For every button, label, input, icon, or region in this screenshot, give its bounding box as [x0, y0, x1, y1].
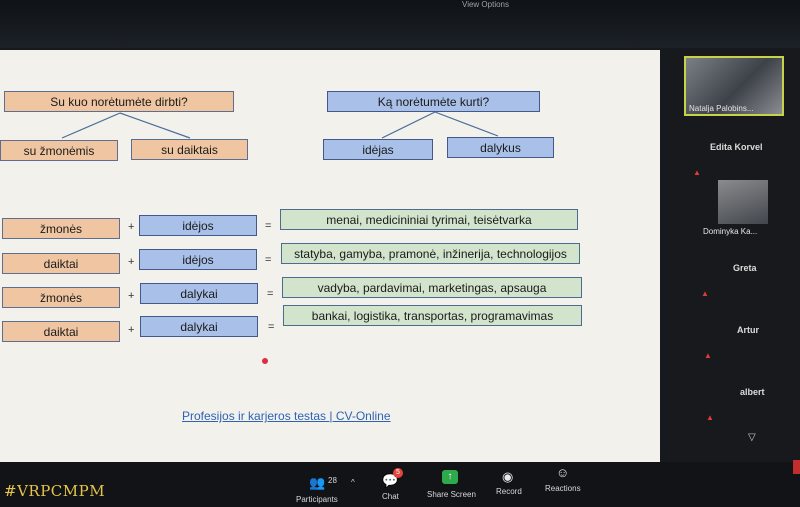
answer-with-things: su daiktais	[131, 139, 248, 160]
participants-panel	[668, 50, 800, 460]
chat-button[interactable]: Chat	[382, 492, 399, 501]
watermark: #VRPCMPM	[4, 482, 106, 500]
row-2-result: statyba, gamyba, pramonė, inžinerija, te…	[281, 243, 580, 264]
participant-name-4: Greta	[733, 263, 757, 273]
view-options-button[interactable]: View Options	[462, 0, 509, 9]
participant-video-thumbnail[interactable]	[718, 180, 768, 224]
participant-video-tile[interactable]	[684, 56, 784, 116]
participant-name-2: Edita Korvel	[710, 142, 763, 152]
reactions-icon[interactable]: ☺	[556, 465, 570, 480]
row-2-left: daiktai	[2, 253, 120, 274]
row-1-right: idėjos	[139, 215, 257, 236]
row-2-equals: =	[265, 254, 272, 266]
row-4-right: dalykai	[140, 316, 258, 337]
participants-icon[interactable]: 👥	[309, 475, 326, 490]
participants-count: 28	[328, 476, 337, 485]
muted-mic-icon: ▲	[693, 168, 701, 177]
muted-mic-icon: ▲	[701, 289, 709, 298]
muted-mic-icon: ▲	[704, 351, 712, 360]
row-1-left: žmonės	[2, 218, 120, 239]
row-3-result: vadyba, pardavimai, marketingas, apsauga	[282, 277, 582, 298]
row-1-result: menai, medicininiai tyrimai, teisėtvarka	[280, 209, 578, 230]
answer-objects: dalykus	[447, 137, 554, 158]
participant-name-6: albert	[740, 387, 765, 397]
question-create: Ką norėtumėte kurti?	[327, 91, 540, 112]
row-3-equals: =	[267, 288, 274, 300]
cv-online-link[interactable]: Profesijos ir karjeros testas | CV-Onlin…	[182, 409, 391, 423]
row-4-left: daiktai	[2, 321, 120, 342]
row-2-right: idėjos	[139, 249, 257, 270]
answer-ideas: idėjas	[323, 139, 433, 160]
answer-with-people: su žmonėmis	[0, 140, 118, 161]
chevron-down-icon[interactable]: ▽	[748, 432, 756, 443]
laser-pointer-dot	[262, 358, 268, 364]
window-top-bar	[0, 0, 800, 48]
row-2-plus: +	[128, 256, 135, 268]
muted-mic-icon: ▲	[706, 413, 714, 422]
row-1-equals: =	[265, 220, 272, 232]
record-button[interactable]: Record	[496, 487, 522, 496]
record-icon[interactable]: ◉	[502, 469, 514, 484]
participant-name-5: Artur	[737, 325, 759, 335]
row-1-plus: +	[128, 221, 135, 233]
red-indicator	[793, 460, 800, 474]
row-3-left: žmonės	[2, 287, 120, 308]
row-4-plus: +	[128, 324, 135, 336]
share-screen-icon[interactable]: ↑	[442, 470, 458, 484]
participants-button[interactable]: Participants	[296, 495, 338, 504]
question-work-with: Su kuo norėtumėte dirbti?	[4, 91, 234, 112]
participant-name-3: Dominyka Ka...	[703, 227, 758, 236]
reactions-button[interactable]: Reactions	[545, 484, 581, 493]
participant-name-1: Natalja Palobins...	[689, 104, 754, 113]
row-4-result: bankai, logistika, transportas, programa…	[283, 305, 582, 326]
row-3-right: dalykai	[140, 283, 258, 304]
participants-caret-icon[interactable]: ^	[351, 478, 355, 487]
row-3-plus: +	[128, 290, 135, 302]
row-4-equals: =	[268, 321, 275, 333]
chat-badge: 5	[393, 468, 403, 478]
share-screen-button[interactable]: Share Screen	[427, 490, 476, 499]
